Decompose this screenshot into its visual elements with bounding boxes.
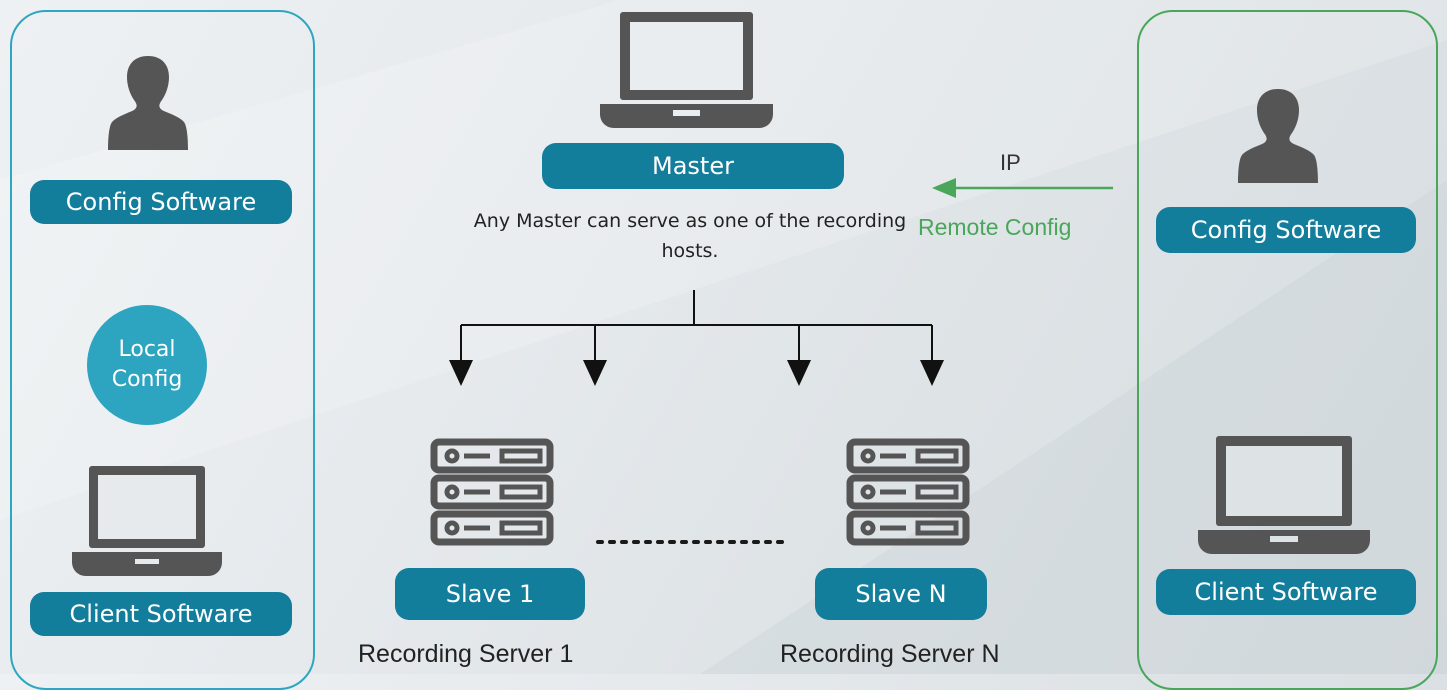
laptop-icon <box>1198 436 1370 554</box>
slave-n-caption: Recording Server N <box>780 640 1000 668</box>
arrow-down-icon <box>583 360 607 386</box>
master-note: Any Master can serve as one of the recor… <box>473 210 907 262</box>
arrow-down-icon <box>920 360 944 386</box>
local-config-line-1: Local <box>118 337 176 362</box>
right-client-software-label: Client Software <box>1156 569 1416 615</box>
local-config-line-2: Config <box>111 367 183 392</box>
slave-1-caption: Recording Server 1 <box>358 640 574 668</box>
connector-lines <box>449 178 1113 544</box>
user-icon <box>1238 89 1318 183</box>
arrow-down-icon <box>449 360 473 386</box>
arrow-down-icon <box>787 360 811 386</box>
server-icon <box>846 438 970 546</box>
master-label: Master <box>542 143 844 189</box>
slave-n-label: Slave N <box>815 568 987 620</box>
master-laptop-icon <box>600 12 773 128</box>
arrow-left-icon <box>932 178 956 198</box>
server-icon <box>430 438 554 546</box>
slave-1-label: Slave 1 <box>395 568 585 620</box>
left-client-software-label: Client Software <box>30 592 292 636</box>
left-config-software-label: Config Software <box>30 180 292 224</box>
remote-config-label: Remote Config <box>918 214 1072 240</box>
ip-label: IP <box>1000 150 1021 175</box>
laptop-icon <box>72 466 222 576</box>
right-config-software-label: Config Software <box>1156 207 1416 253</box>
user-icon <box>108 56 188 150</box>
local-config-badge: Local Config <box>87 305 207 425</box>
